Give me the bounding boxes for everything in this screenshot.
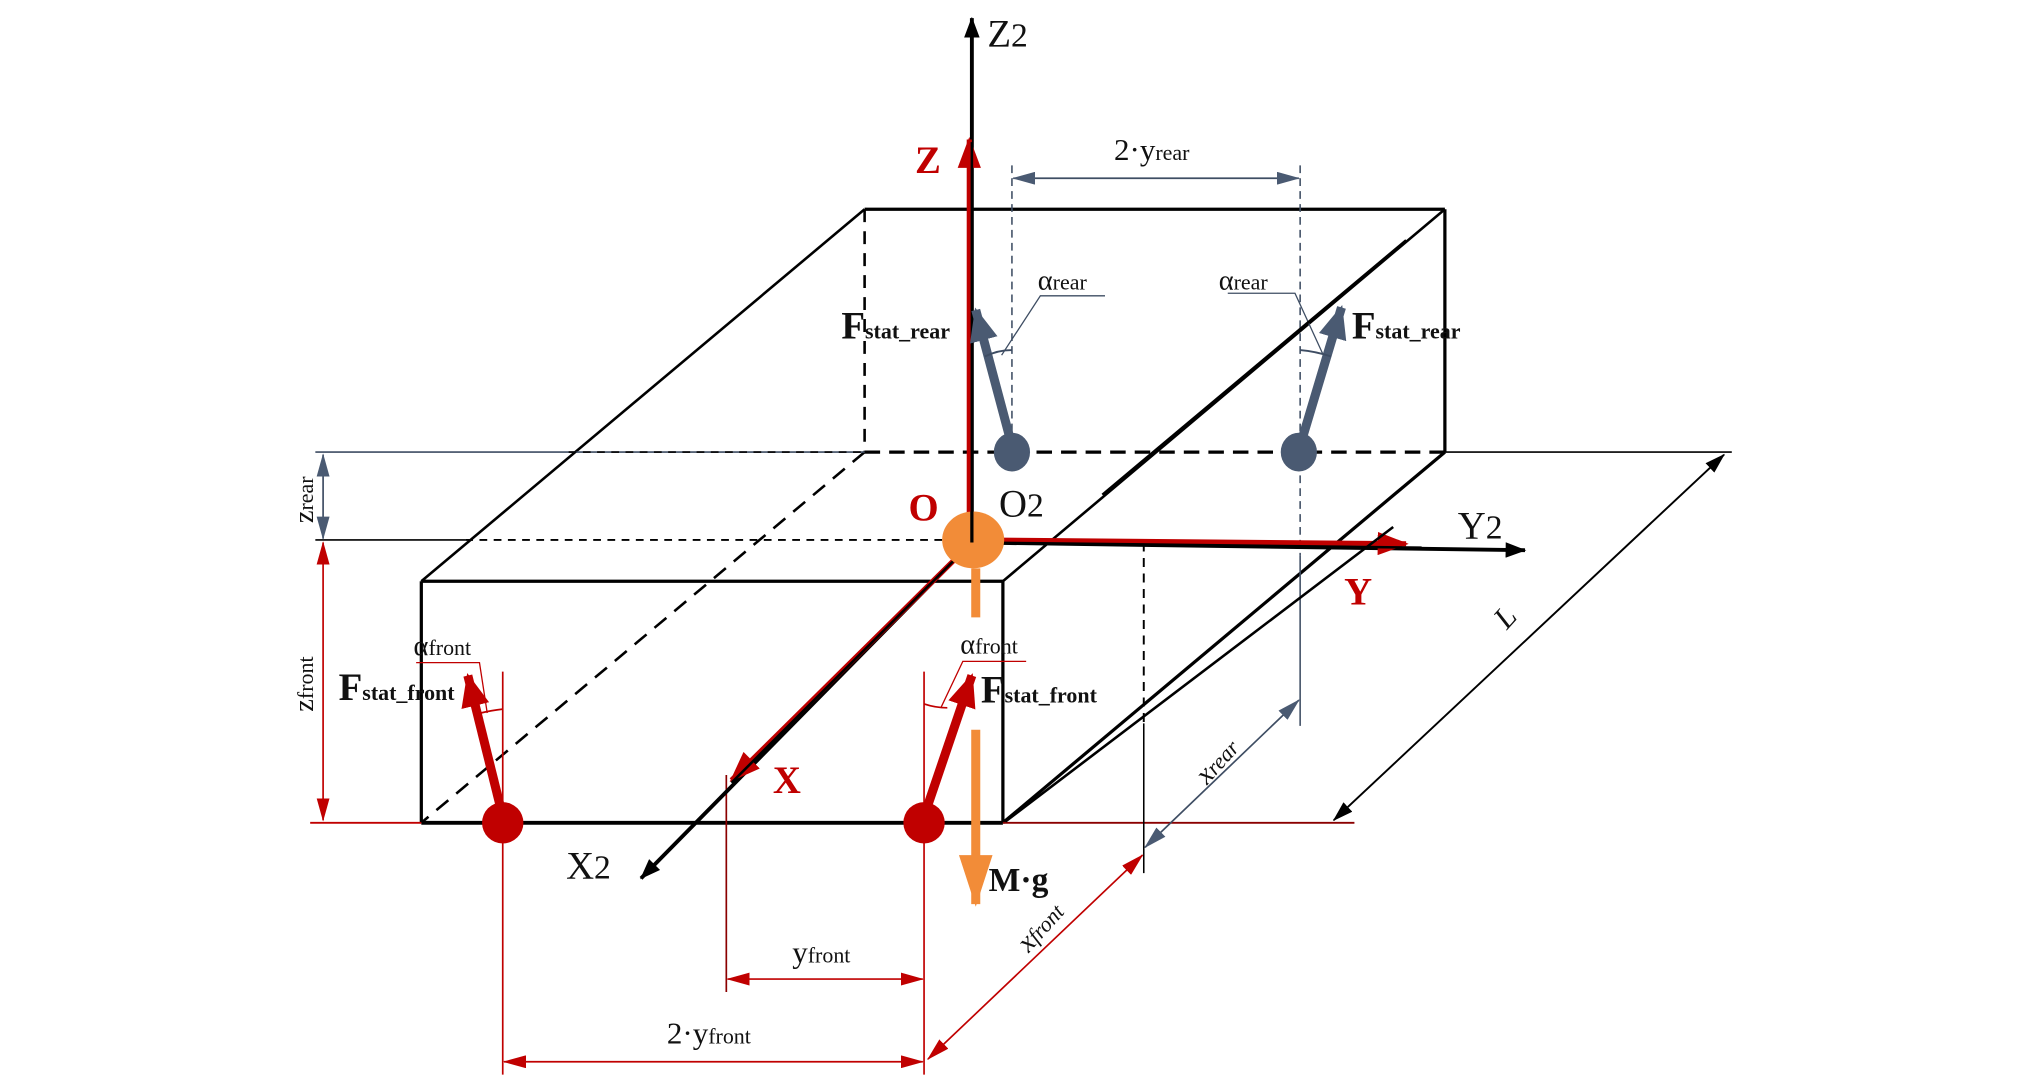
weight-force-label: M·g bbox=[989, 862, 1049, 899]
front-wheels bbox=[416, 660, 1027, 844]
box-top-right-edge bbox=[1002, 208, 1446, 583]
rear-right-angle-leader bbox=[1227, 292, 1324, 356]
dim-2y-front-label: 2·yfront bbox=[667, 1016, 751, 1051]
x-body-axis-label: X bbox=[773, 759, 801, 802]
rear-left-force-label: Fstat_rear bbox=[841, 304, 950, 347]
top-diagonal-through-rear-gap bbox=[1101, 239, 1407, 496]
top-face-inner-diagonals bbox=[1391, 209, 1445, 230]
rear-right-angle-arc bbox=[1300, 349, 1332, 358]
front-right-angle-leader bbox=[940, 660, 1027, 709]
x2-axis-overlay bbox=[730, 541, 973, 784]
front-left-force-label: Fstat_front bbox=[339, 666, 456, 709]
dim-x-rear-line bbox=[1144, 699, 1300, 849]
front-right-angle-arc bbox=[923, 703, 948, 709]
rear-left-force-arrow bbox=[970, 307, 1017, 447]
rear-left-contact-point bbox=[993, 432, 1031, 472]
o-origin-label: O bbox=[909, 487, 939, 530]
projection-lines bbox=[501, 165, 1301, 1075]
front-right-force-arrow bbox=[919, 673, 977, 818]
front-left-angle-arc bbox=[480, 708, 503, 714]
global-axes bbox=[639, 16, 1527, 880]
front-left-force-arrow bbox=[461, 673, 508, 818]
rear-left-angle-arc bbox=[984, 349, 1012, 358]
rear-left-angle-label: αrear bbox=[1038, 265, 1088, 296]
front-right-angle-label: αfront bbox=[960, 630, 1018, 661]
front-right-contact-point bbox=[903, 802, 945, 844]
rear-right-force-label: Fstat_rear bbox=[1352, 304, 1461, 347]
z-body-axis-label: Z bbox=[915, 139, 941, 182]
o2-origin-label: O2 bbox=[999, 483, 1044, 526]
dim-x-front-label: xfront bbox=[1010, 896, 1071, 959]
slanted-edge-from-y-axis bbox=[1004, 525, 1394, 823]
front-left-angle-label: αfront bbox=[414, 631, 472, 662]
box-bottom-left-diagonal-hidden bbox=[420, 451, 866, 824]
dim-x-rear-label: xrear bbox=[1189, 732, 1246, 791]
dim-z-front-label: zfront bbox=[289, 656, 320, 711]
front-right-force-label: Fstat_front bbox=[981, 669, 1098, 712]
box-top-left-edge bbox=[420, 208, 866, 583]
front-left-contact-point bbox=[482, 802, 524, 844]
rear-right-angle-label: αrear bbox=[1219, 265, 1269, 296]
rear-right-contact-point bbox=[1280, 432, 1317, 472]
dim-length-label: L bbox=[1485, 599, 1523, 636]
rear-wheels bbox=[970, 292, 1347, 472]
dim-y-front-label: yfront bbox=[792, 934, 850, 969]
dim-length-line bbox=[1332, 453, 1725, 822]
x2-axis-label: X2 bbox=[566, 844, 611, 887]
rear-left-angle-leader bbox=[1001, 295, 1105, 356]
z2-axis-label: Z2 bbox=[987, 13, 1027, 56]
y-body-axis-label: Y bbox=[1344, 571, 1372, 614]
dim-z-rear-label: zrear bbox=[289, 476, 320, 523]
dim-x-front-line bbox=[926, 854, 1144, 1061]
rear-right-force-arrow bbox=[1295, 304, 1347, 447]
dim-2y-rear-label: 2·yrear bbox=[1114, 132, 1190, 167]
labels: Z2 Y2 X2 O2 Z Y X O Fstat_rear Fstat_rea… bbox=[289, 13, 1524, 1051]
front-left-angle-leader bbox=[416, 661, 488, 714]
dimensions bbox=[316, 171, 1725, 1069]
y2-axis-label: Y2 bbox=[1458, 505, 1503, 548]
